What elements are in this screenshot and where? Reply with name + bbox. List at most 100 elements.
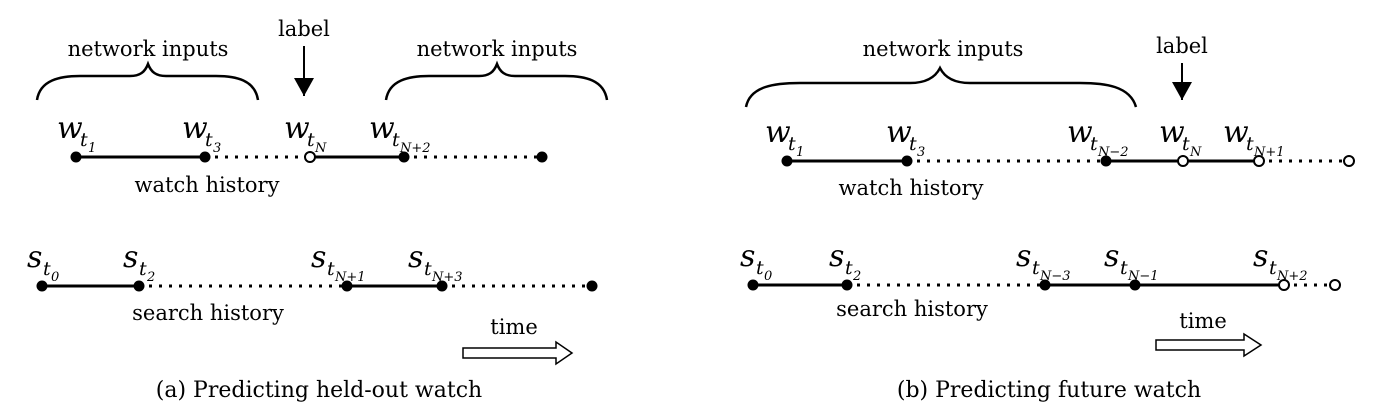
search-symbol-sub: t: [43, 258, 51, 280]
search-symbol-subsub: N+1: [334, 270, 366, 285]
caption-a: (a) Predicting held-out watch: [156, 378, 482, 403]
watch-node-b-2: [901, 155, 913, 167]
brace-b: [744, 65, 1138, 108]
search-symbol-a-3: s t N+1: [311, 240, 366, 285]
time-label-b: time: [1179, 309, 1227, 333]
search-node-b-3: [1039, 279, 1051, 291]
brace-right-a: [384, 60, 609, 101]
time-arrow-a: [462, 340, 574, 366]
search-node-b-6: [1329, 279, 1341, 291]
label-arrow-text-a: label: [278, 17, 330, 41]
search-node-b-1: [747, 279, 759, 291]
watch-node-b-5: [1253, 155, 1265, 167]
watch-symbol-base: w: [369, 111, 395, 146]
watch-symbol-base: w: [765, 115, 791, 150]
watch-symbol-sub: t: [788, 133, 796, 155]
watch-symbol-a-2: w t 3: [182, 111, 221, 156]
time-label-a: time: [490, 315, 538, 339]
watch-symbol-sub: t: [205, 129, 213, 151]
search-symbol-a-4: s t N+3: [408, 240, 463, 285]
watch-symbol-a-1: w t 1: [57, 111, 96, 156]
search-symbol-sub: t: [139, 258, 147, 280]
watch-symbol-b-3: w t N−2: [1067, 115, 1129, 160]
search-symbol-base: s: [1016, 239, 1031, 274]
watch-symbol-a-3: w t N: [284, 111, 327, 156]
search-symbol-subsub: N+2: [1276, 269, 1308, 284]
search-symbol-sub: t: [845, 257, 853, 279]
watch-symbol-sub: t: [1246, 133, 1254, 155]
watch-symbol-base: w: [57, 111, 83, 146]
search-symbol-subsub: 2: [146, 270, 155, 285]
search-symbol-base: s: [829, 239, 844, 274]
search-node-a-5: [586, 280, 598, 292]
watch-history-label-b: watch history: [839, 176, 984, 200]
watch-symbol-sub: t: [1182, 133, 1190, 155]
watch-symbol-b-1: w t 1: [765, 115, 804, 160]
search-symbol-sub: t: [1120, 257, 1128, 279]
watch-symbol-subsub: N+1: [1253, 145, 1285, 160]
watch-symbol-base: w: [886, 115, 912, 150]
search-symbol-a-2: s t 2: [123, 240, 155, 285]
search-symbol-subsub: 0: [764, 269, 772, 284]
watch-node-b-3: [1100, 155, 1112, 167]
watch-node-b-6: [1343, 155, 1355, 167]
search-symbol-b-5: s t N+2: [1253, 239, 1308, 284]
search-node-a-4: [436, 280, 448, 292]
search-symbol-base: s: [1104, 239, 1119, 274]
search-symbol-sub: t: [424, 258, 432, 280]
search-symbol-b-2: s t 2: [829, 239, 861, 284]
watch-symbol-b-5: w t N+1: [1223, 115, 1285, 160]
search-symbol-a-1: s t 0: [27, 240, 59, 285]
watch-node-a-3-label: [304, 151, 316, 163]
search-symbol-base: s: [408, 240, 423, 275]
search-symbol-b-3: s t N−3: [1016, 239, 1071, 284]
watch-symbol-subsub: N+2: [399, 141, 431, 156]
watch-node-a-1: [70, 151, 82, 163]
search-symbol-base: s: [27, 240, 42, 275]
watch-node-a-4: [398, 151, 410, 163]
watch-symbol-sub: t: [909, 133, 917, 155]
panel-a: network inputs network inputs label w t …: [27, 17, 609, 403]
search-node-a-2: [133, 280, 145, 292]
watch-node-a-5: [536, 151, 548, 163]
search-symbol-sub: t: [1269, 257, 1277, 279]
search-symbol-b-1: s t 0: [740, 239, 772, 284]
search-symbol-subsub: N+3: [431, 270, 463, 285]
watch-symbol-sub: t: [307, 129, 315, 151]
search-node-a-3: [341, 280, 353, 292]
search-symbol-subsub: N−1: [1127, 269, 1159, 284]
search-symbol-b-4: s t N−1: [1104, 239, 1159, 284]
search-symbol-sub: t: [1032, 257, 1040, 279]
search-symbol-base: s: [123, 240, 138, 275]
watch-node-b-1: [781, 155, 793, 167]
search-symbol-sub: t: [327, 258, 335, 280]
watch-symbol-sub: t: [1090, 133, 1098, 155]
search-symbol-sub: t: [756, 257, 764, 279]
label-arrow-text-b: label: [1156, 34, 1208, 58]
watch-symbol-b-4: w t N: [1159, 115, 1202, 160]
search-symbol-subsub: N−3: [1039, 269, 1071, 284]
watch-symbol-subsub: N−2: [1097, 145, 1129, 160]
search-node-b-4: [1129, 279, 1141, 291]
search-history-label-b: search history: [836, 297, 988, 321]
watch-node-a-2: [199, 151, 211, 163]
caption-b: (b) Predicting future watch: [897, 378, 1201, 403]
watch-symbol-base: w: [1159, 115, 1185, 150]
search-symbol-subsub: 2: [852, 269, 861, 284]
watch-symbol-b-2: w t 3: [886, 115, 925, 160]
panel-b: network inputs label w t 1 w t 3 w t N−2: [740, 34, 1355, 403]
watch-node-b-4-label: [1177, 155, 1189, 167]
watch-symbol-subsub: N: [314, 141, 327, 156]
watch-symbol-subsub: 3: [917, 145, 925, 160]
watch-symbol-subsub: 1: [796, 145, 804, 160]
watch-symbol-base: w: [182, 111, 208, 146]
watch-symbol-base: w: [1067, 115, 1093, 150]
watch-symbol-base: w: [1223, 115, 1249, 150]
brace-label-b: network inputs: [863, 37, 1024, 61]
search-node-a-1: [36, 280, 48, 292]
search-node-b-2: [841, 279, 853, 291]
search-symbol-base: s: [740, 239, 755, 274]
search-history-label-a: search history: [132, 301, 284, 325]
watch-symbol-subsub: N: [1189, 145, 1202, 160]
time-arrow-b: [1155, 332, 1263, 358]
